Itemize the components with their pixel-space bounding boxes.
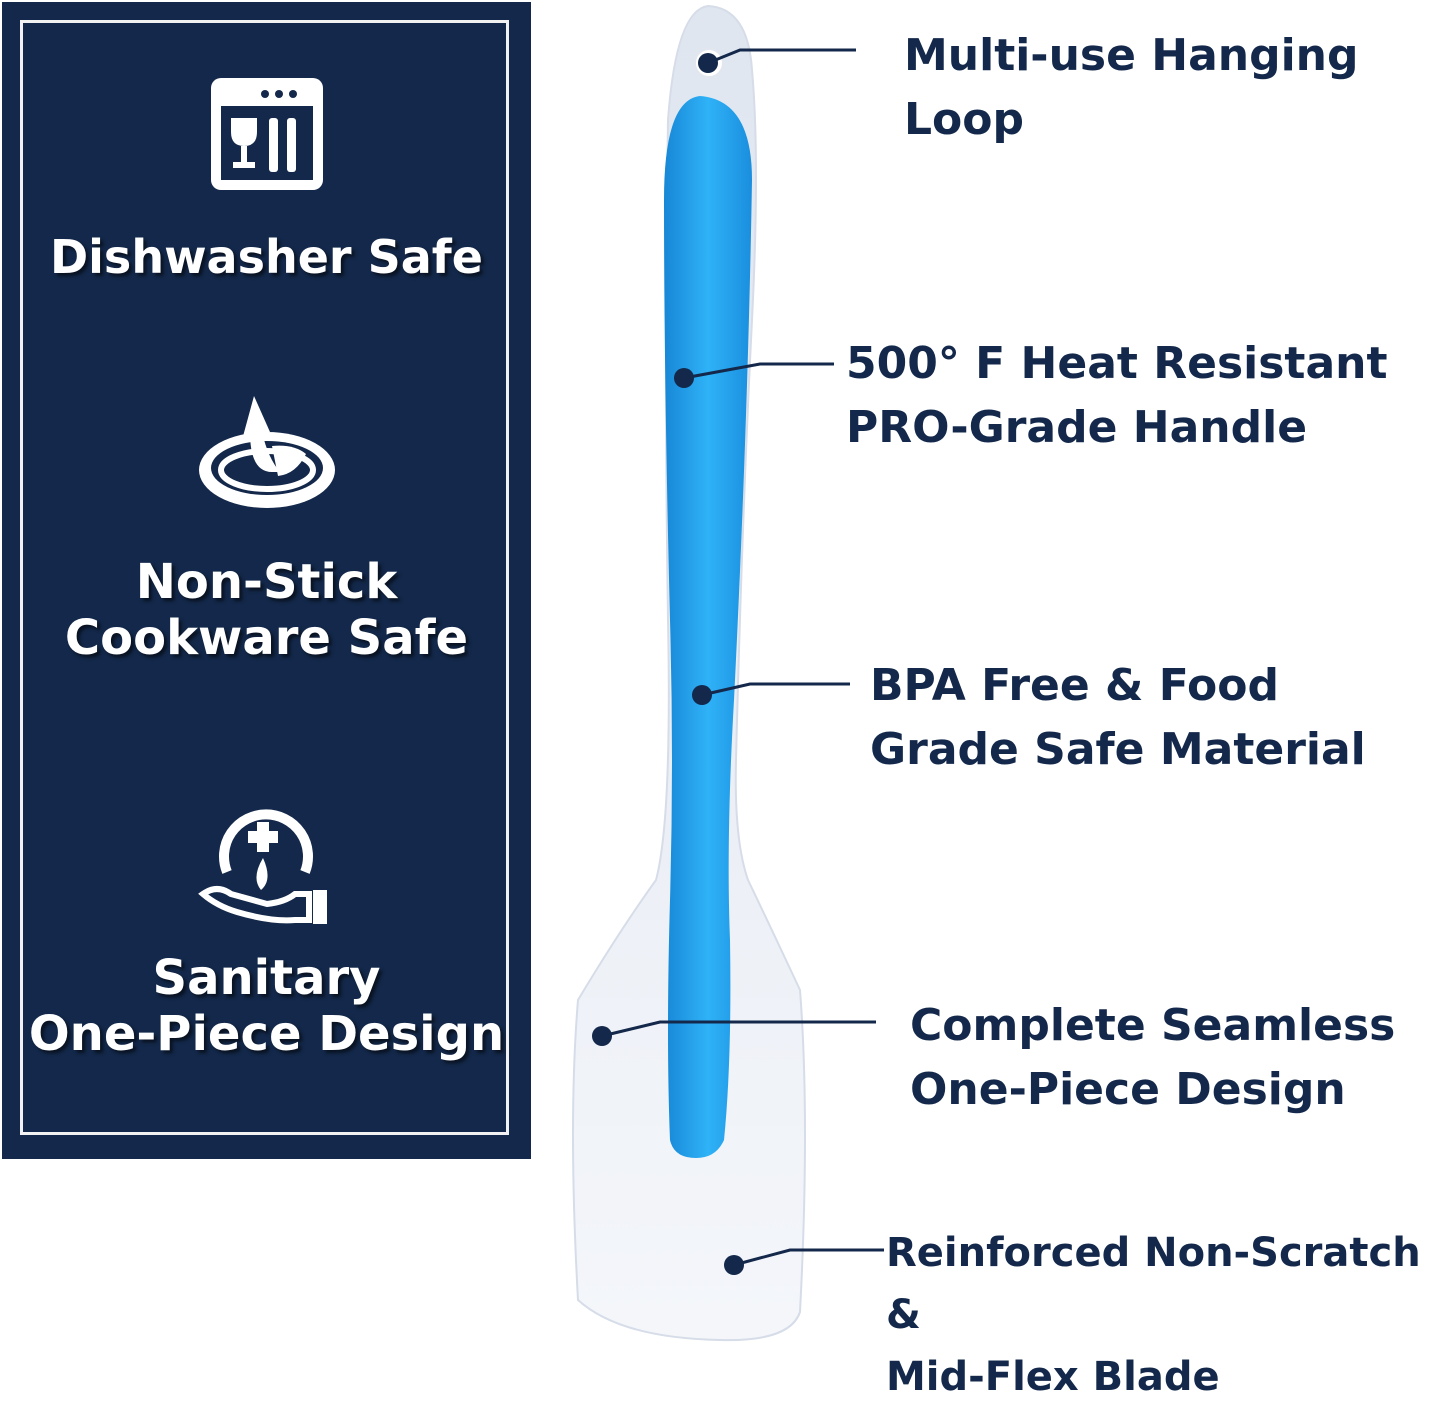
non-stick-pan-icon	[198, 396, 335, 508]
feature-label: Sanitary One-Piece Design	[28, 950, 505, 1062]
dishwasher-icon	[210, 78, 323, 190]
callout-dot	[692, 685, 712, 705]
callout-bpa-free: BPA Free & Food Grade Safe Material	[870, 660, 1366, 775]
callout-heat-resistant: 500° F Heat Resistant PRO-Grade Handle	[846, 338, 1388, 453]
panel-frame	[20, 20, 509, 1135]
features-panel: Dishwasher Safe Non-Stick Cookware Safe …	[2, 2, 531, 1159]
feature-non-stick: Non-Stick Cookware Safe	[2, 388, 531, 666]
callout-dot	[674, 368, 694, 388]
callout-lines	[592, 48, 884, 1275]
feature-label: Non-Stick Cookware Safe	[64, 554, 469, 666]
feature-dishwasher-safe: Dishwasher Safe	[2, 74, 531, 284]
callout-dot	[724, 1255, 744, 1275]
callout-dot	[698, 53, 718, 73]
callout-seamless: Complete Seamless One-Piece Design	[910, 1000, 1396, 1115]
callout-dot	[592, 1026, 612, 1046]
callout-hanging-loop: Multi-use Hanging Loop	[904, 30, 1359, 145]
sanitary-hand-icon	[197, 809, 327, 924]
feature-sanitary: Sanitary One-Piece Design	[2, 798, 531, 1062]
feature-label: Dishwasher Safe	[49, 230, 484, 284]
spatula-handle-core	[664, 96, 752, 1158]
callout-blade: Reinforced Non-Scratch & Mid-Flex Blade	[886, 1230, 1421, 1400]
